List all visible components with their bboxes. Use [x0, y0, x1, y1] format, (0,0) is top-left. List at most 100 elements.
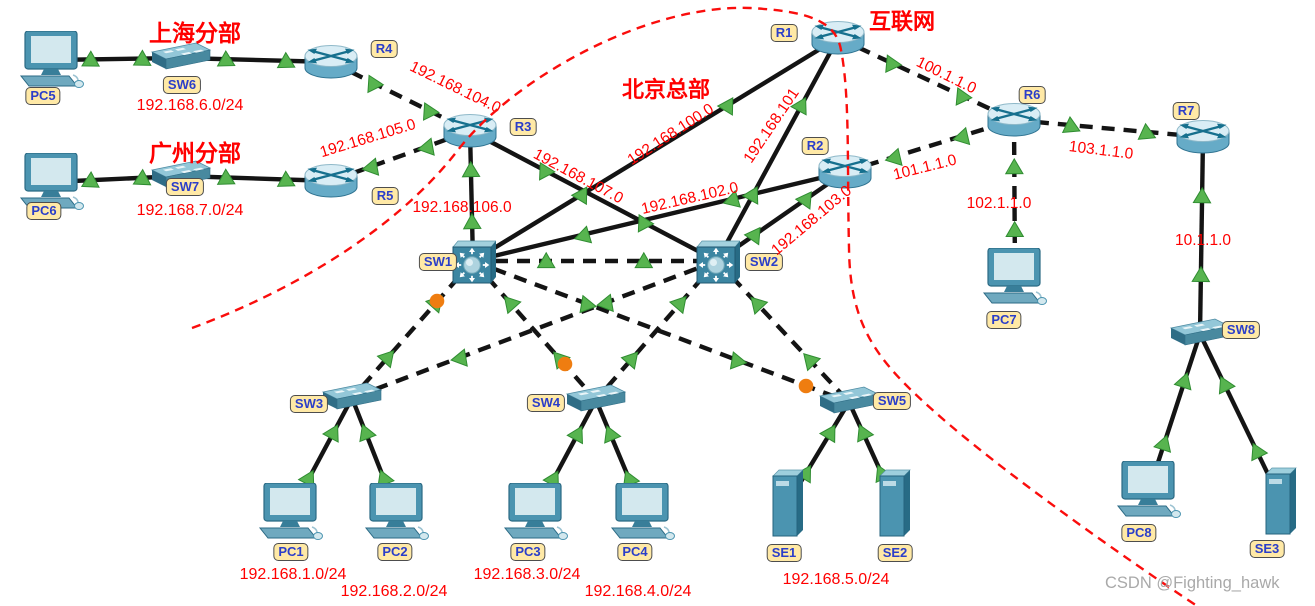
- link-status-triangle: [1251, 442, 1269, 462]
- region-title: 广州分部: [149, 140, 241, 166]
- device-R4[interactable]: [303, 43, 359, 81]
- device-label-SW5: SW5: [872, 392, 912, 410]
- device-label-R7: R7: [1172, 102, 1200, 120]
- device-label-R2: R2: [801, 137, 829, 155]
- pc-icon: [982, 247, 1047, 305]
- link-status-triangle: [80, 171, 100, 188]
- device-PC1[interactable]: [256, 482, 326, 541]
- network-label: 192.168.5.0/24: [782, 571, 890, 588]
- device-label-PC7: PC7: [986, 311, 1022, 329]
- link-status-triangle: [132, 49, 152, 66]
- switch-icon: [565, 384, 627, 412]
- device-label-SW7: SW7: [165, 178, 205, 196]
- link-status-triangle: [818, 424, 836, 444]
- device-label-SE2: SE2: [877, 544, 913, 562]
- device-SW5[interactable]: [818, 385, 880, 419]
- pc-icon: [610, 482, 675, 540]
- network-label: 192.168.1.0/24: [239, 566, 347, 583]
- link-status-triangle: [566, 425, 583, 445]
- network-label: 192.168.7.0/24: [136, 202, 244, 219]
- device-PC7[interactable]: [980, 247, 1050, 306]
- device-label-R4: R4: [370, 40, 398, 58]
- device-PC2[interactable]: [362, 482, 432, 541]
- device-SW4[interactable]: [565, 383, 627, 417]
- link-status-triangle: [604, 425, 622, 444]
- network-label: 10.1.1.0: [1174, 232, 1232, 249]
- link-status-triangle: [803, 352, 822, 372]
- device-label-PC8: PC8: [1121, 524, 1157, 542]
- router-icon: [443, 114, 497, 148]
- network-label: 192.168.2.0/24: [340, 583, 448, 600]
- device-label-R5: R5: [371, 187, 399, 205]
- device-label-SE3: SE3: [1249, 540, 1285, 558]
- l3switch-icon: [696, 240, 741, 284]
- pc-icon: [258, 482, 323, 540]
- link-status-triangle: [952, 126, 971, 146]
- device-label-PC2: PC2: [377, 543, 413, 561]
- device-label-PC4: PC4: [617, 543, 653, 561]
- device-SW3[interactable]: [321, 381, 383, 415]
- server-icon: [1265, 467, 1297, 535]
- region-title: 北京总部: [621, 77, 711, 102]
- pc-icon: [19, 152, 84, 210]
- network-label: 192.168.4.0/24: [584, 583, 692, 600]
- device-label-SW1: SW1: [418, 253, 458, 271]
- device-SW2[interactable]: [694, 238, 741, 284]
- link-R7-SW8[interactable]: [1197, 136, 1206, 335]
- link-status-triangle: [884, 147, 903, 166]
- device-label-R6: R6: [1018, 86, 1046, 104]
- server-icon: [772, 469, 804, 537]
- link-status-triangle: [359, 423, 377, 443]
- device-PC3[interactable]: [501, 482, 571, 541]
- switch-icon: [321, 382, 383, 410]
- router-icon: [987, 103, 1041, 137]
- device-PC8[interactable]: [1114, 460, 1184, 519]
- link-status-triangle: [81, 50, 101, 67]
- device-label-PC6: PC6: [26, 202, 62, 220]
- link-status-triangle: [885, 54, 903, 74]
- region-title: 互联网: [868, 9, 936, 34]
- device-R3[interactable]: [442, 112, 498, 150]
- device-R6[interactable]: [986, 101, 1042, 139]
- device-R5[interactable]: [303, 162, 359, 200]
- device-label-R1: R1: [770, 24, 798, 42]
- device-SE1[interactable]: [769, 468, 807, 538]
- link-status-triangle: [1191, 265, 1211, 283]
- pc-icon: [19, 30, 84, 88]
- amber-port-dot: [557, 356, 573, 372]
- network-label: 102.1.1.0: [966, 195, 1032, 212]
- device-label-R3: R3: [509, 118, 537, 136]
- device-PC6[interactable]: [17, 152, 87, 211]
- device-PC4[interactable]: [608, 482, 678, 541]
- server-icon: [879, 469, 911, 537]
- device-label-SE1: SE1: [766, 544, 802, 562]
- device-label-SW3: SW3: [289, 395, 329, 413]
- link-status-triangle: [322, 424, 339, 443]
- router-icon: [811, 21, 865, 55]
- device-R1[interactable]: [810, 19, 866, 57]
- device-R7[interactable]: [1175, 118, 1231, 156]
- region-title: 上海分部: [149, 20, 241, 46]
- link-status-triangle: [422, 102, 440, 121]
- link-status-triangle: [367, 74, 385, 94]
- router-icon: [1176, 120, 1230, 154]
- switch-icon: [818, 386, 880, 414]
- link-status-triangle: [132, 168, 152, 186]
- device-label-SW4: SW4: [526, 394, 566, 412]
- device-SE2[interactable]: [876, 468, 914, 538]
- link-status-triangle: [1192, 186, 1212, 204]
- device-label-SW8: SW8: [1221, 321, 1261, 339]
- amber-port-dot: [429, 293, 445, 309]
- device-PC5[interactable]: [17, 30, 87, 89]
- network-label: 192.168.106.0: [412, 199, 512, 216]
- watermark: CSDN @Fighting_hawk: [1105, 574, 1280, 592]
- pc-icon: [503, 482, 568, 540]
- device-label-PC1: PC1: [273, 543, 309, 561]
- amber-port-dot: [798, 378, 814, 394]
- device-label-PC3: PC3: [510, 543, 546, 561]
- device-SE3[interactable]: [1262, 466, 1300, 536]
- link-status-triangle: [1004, 157, 1024, 175]
- pc-icon: [1116, 460, 1181, 518]
- router-icon: [304, 45, 358, 79]
